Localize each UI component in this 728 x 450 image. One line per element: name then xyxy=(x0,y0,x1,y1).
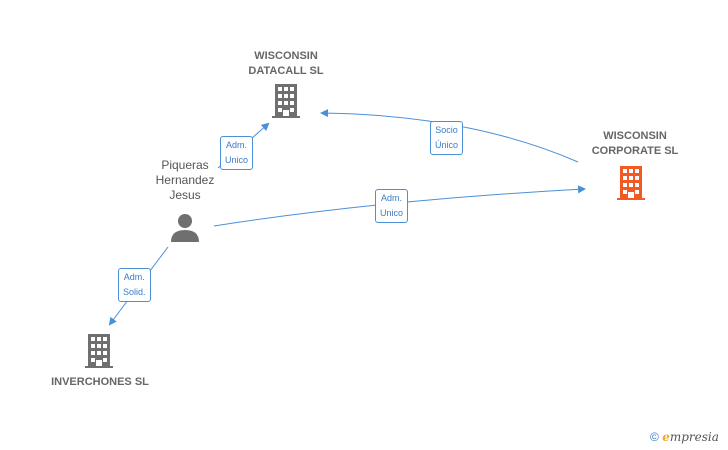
node-label-line: WISCONSIN xyxy=(254,50,318,62)
copyright-symbol: © xyxy=(650,430,659,444)
edge-label-line: Socio xyxy=(435,125,458,135)
node-label-corporate[interactable]: WISCONSIN CORPORATE SL xyxy=(578,129,692,159)
edge-label-line: Unico xyxy=(225,155,249,165)
edge-label-person-corporate: Adm. Unico xyxy=(375,189,409,223)
brand-logo: empresia xyxy=(662,430,719,444)
building-icon-highlight xyxy=(617,166,645,200)
node-label-line: DATACALL SL xyxy=(248,65,324,77)
node-label-line: CORPORATE SL xyxy=(591,145,679,157)
edge-label-line: Solid. xyxy=(123,287,146,297)
edge-label-line: Adm. xyxy=(123,272,145,282)
edge-label-line: Adm. xyxy=(381,193,403,203)
edge-label-line: Adm. xyxy=(226,140,248,150)
node-label-line: WISCONSIN xyxy=(603,130,667,142)
edge-label-line: Unico xyxy=(380,208,404,218)
edge-label-person-inverchones: Adm. Solid. xyxy=(118,268,151,302)
building-icon xyxy=(272,84,300,118)
edge-label-person-datacall: Adm. Unico xyxy=(220,136,254,170)
building-icon xyxy=(85,334,113,368)
edge-label-corporate-datacall: Socio Único xyxy=(430,121,464,155)
edge-label-line: Único xyxy=(435,140,459,150)
node-label-inverchones[interactable]: INVERCHONES SL xyxy=(51,376,149,388)
person-icon xyxy=(171,214,199,242)
node-label-line: Jesus xyxy=(169,188,201,202)
node-label-line: Hernandez xyxy=(155,173,215,187)
node-label-person[interactable]: Piqueras Hernandez Jesus xyxy=(145,158,225,203)
empresia-watermark: © empresia xyxy=(650,430,719,444)
node-label-datacall[interactable]: WISCONSIN DATACALL SL xyxy=(236,49,336,79)
node-label-line: Piqueras xyxy=(161,158,209,172)
